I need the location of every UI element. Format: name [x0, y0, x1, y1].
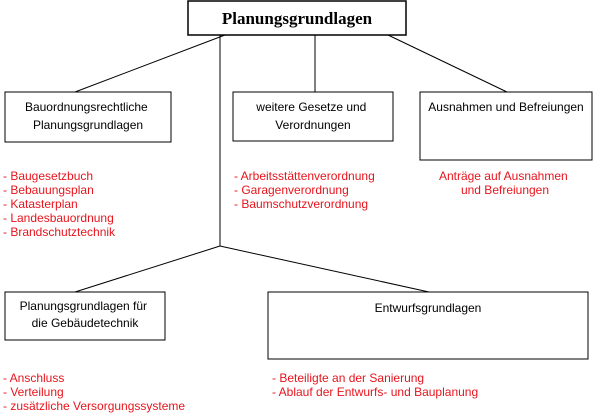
entwurf-box [267, 291, 589, 360]
node-entwurf: Entwurfsgrundlagen [267, 291, 589, 360]
gesetze-label-line-2: Verordnungen [275, 118, 350, 132]
gesetze-item: - Arbeitsstättenverordnung [234, 169, 375, 183]
root-label: Planungsgrundlagen [222, 9, 373, 28]
gesetze-items: - Arbeitsstättenverordnung - Garagenvero… [234, 169, 378, 211]
bauordnung-box [4, 91, 172, 143]
bauordnung-label-line-2: Planungsgrundlagen [33, 118, 143, 132]
bauordnung-item: - Landesbauordnung [3, 211, 114, 225]
connector-root-ausnahmen [387, 34, 508, 93]
connector-trunk-gebaeudetechnik [74, 245, 221, 293]
gesetze-label: weitere Gesetze und Verordnungen [255, 100, 369, 132]
ausnahmen-items: Anträge auf Ausnahmen und Befreiungen [439, 169, 571, 197]
bauordnung-item: - Baugesetzbuch [3, 169, 93, 183]
gesetze-item: - Baumschutzverordnung [234, 197, 368, 211]
gebaeudetechnik-label-line-1: Planungsgrundlagen für [20, 299, 147, 313]
bauordnung-items: - Baugesetzbuch - Bebauungsplan - Katast… [3, 169, 117, 239]
gebaeudetechnik-box [4, 291, 166, 341]
connector-trunk-entwurf [219, 245, 430, 293]
node-ausnahmen: Ausnahmen und Befreiungen [419, 91, 593, 161]
ausnahmen-label-line-1: Ausnahmen und Befreiungen [428, 100, 583, 114]
entwurf-item: - Ablauf der Entwurfs- und Bauplanung [272, 385, 478, 399]
ausnahmen-box [419, 91, 593, 161]
gebaeudetechnik-item: - Anschluss [3, 371, 64, 385]
connector-root-bauordnung [74, 34, 226, 93]
gesetze-label-line-1: weitere Gesetze und [255, 100, 366, 114]
gesetze-box [232, 91, 394, 142]
bauordnung-label: Bauordnungsrechtliche Planungsgrundlagen [25, 100, 151, 132]
ausnahmen-item: und Befreiungen [461, 183, 549, 197]
gesetze-item: - Garagenverordnung [234, 183, 349, 197]
ausnahmen-label: Ausnahmen und Befreiungen [428, 100, 583, 114]
entwurf-label-line-1: Entwurfsgrundlagen [375, 301, 482, 315]
root-node: Planungsgrundlagen [187, 0, 407, 36]
entwurf-item: - Beteiligte an der Sanierung [272, 371, 424, 385]
node-gebaeudetechnik: Planungsgrundlagen für die Gebäudetechni… [4, 291, 166, 341]
bauordnung-item: - Brandschutztechnik [3, 225, 116, 239]
gebaeudetechnik-items: - Anschluss - Verteilung - zusätzliche V… [3, 371, 185, 413]
node-bauordnung: Bauordnungsrechtliche Planungsgrundlagen [4, 91, 172, 143]
gebaeudetechnik-item: - Verteilung [3, 385, 64, 399]
connectors [74, 34, 508, 293]
gebaeudetechnik-item: - zusätzliche Versorgungssysteme [3, 399, 185, 413]
ausnahmen-item: Anträge auf Ausnahmen [439, 169, 568, 183]
gebaeudetechnik-label: Planungsgrundlagen für die Gebäudetechni… [20, 299, 151, 330]
node-gesetze: weitere Gesetze und Verordnungen [232, 91, 394, 142]
bauordnung-item: - Bebauungsplan [3, 183, 94, 197]
entwurf-items: - Beteiligte an der Sanierung - Ablauf d… [272, 371, 478, 399]
bauordnung-item: - Katasterplan [3, 197, 78, 211]
root-box [187, 0, 407, 36]
gebaeudetechnik-label-line-2: die Gebäudetechnik [32, 316, 140, 330]
bauordnung-label-line-1: Bauordnungsrechtliche [25, 100, 148, 114]
entwurf-label: Entwurfsgrundlagen [375, 301, 482, 315]
